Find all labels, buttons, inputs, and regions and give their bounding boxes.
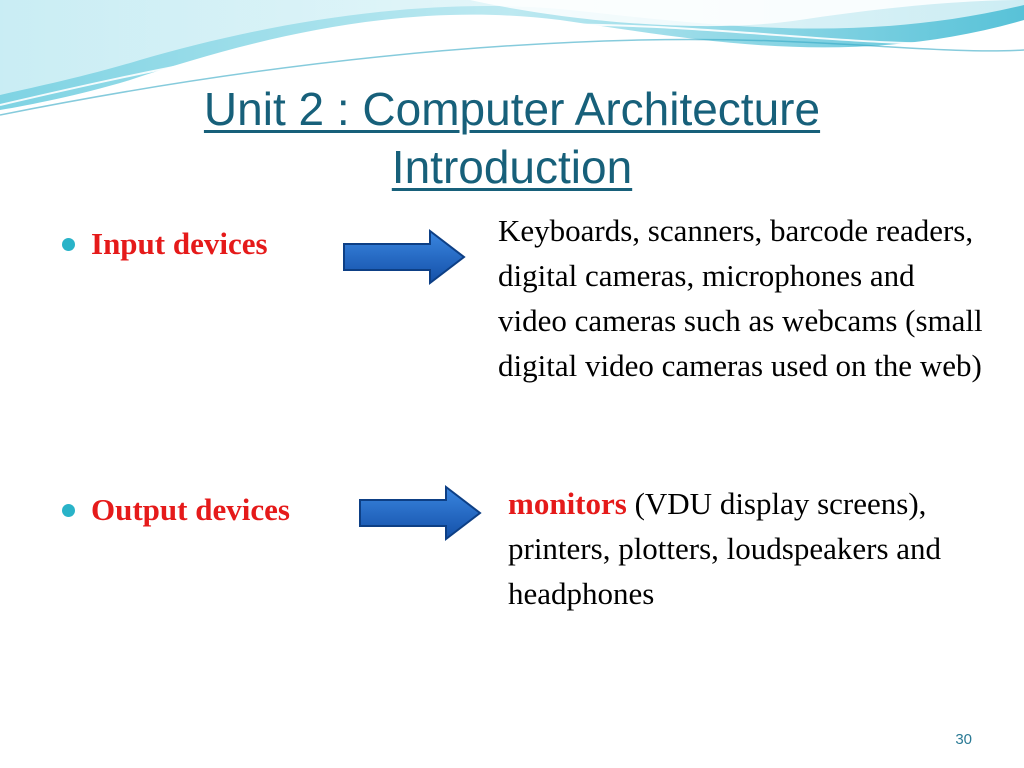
title-line-1: Unit 2 : Computer Architecture [203, 83, 821, 135]
header-wave-decoration [0, 0, 1024, 116]
slide-title: Unit 2 : Computer Architecture Introduct… [0, 80, 1024, 196]
bullet-dot-icon [62, 237, 75, 251]
title-line-2: Introduction [391, 141, 633, 193]
page-number: 30 [955, 731, 972, 748]
input-devices-label: Input devices [91, 226, 268, 261]
output-devices-description: monitors (VDU display screens), printers… [508, 481, 948, 616]
bullet-output-devices: Output devices [62, 492, 290, 528]
bullet-input-devices: Input devices [62, 226, 268, 262]
output-devices-label: Output devices [91, 492, 290, 527]
output-devices-text: (VDU display screens), printers, plotter… [508, 486, 942, 611]
monitors-highlight: monitors [508, 486, 627, 521]
right-arrow-icon [343, 228, 466, 286]
bullet-dot-icon [62, 503, 75, 517]
input-devices-description: Keyboards, scanners, barcode readers, di… [498, 213, 983, 383]
right-arrow-icon [359, 484, 482, 542]
